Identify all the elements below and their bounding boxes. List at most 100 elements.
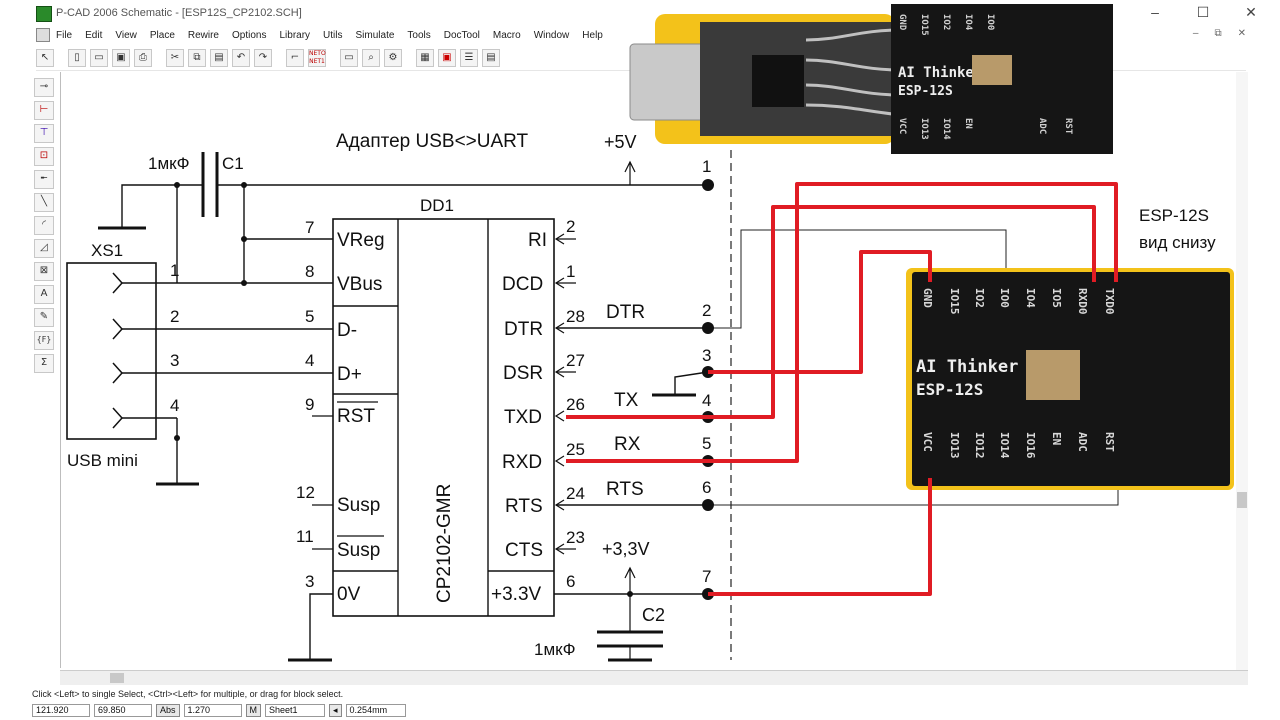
- redo-icon[interactable]: ↷: [254, 49, 272, 67]
- close-button[interactable]: ✕: [1245, 4, 1257, 20]
- menu-utils[interactable]: Utils: [323, 29, 343, 41]
- zoom-icon[interactable]: ⌕: [362, 49, 380, 67]
- pin-33v-num: 6: [566, 572, 575, 591]
- xs1-pin-2: 2: [170, 307, 179, 326]
- abs-button[interactable]: Abs: [156, 704, 180, 717]
- pin-vbus-num: 8: [305, 262, 314, 281]
- menu-file[interactable]: File: [56, 29, 73, 41]
- sigma-tool-icon[interactable]: Σ: [34, 354, 54, 373]
- module-pin-rst: RST: [1103, 432, 1116, 452]
- adapter-title: Адаптер USB<>UART: [336, 131, 529, 152]
- line-width-select[interactable]: 0.254mm: [345, 704, 406, 717]
- maximize-button[interactable]: ☐: [1196, 4, 1210, 20]
- cut-icon[interactable]: ✂: [166, 49, 184, 67]
- save-icon[interactable]: ▣: [112, 49, 130, 67]
- photo-pin-vcc: VCC: [897, 118, 907, 134]
- find-part-icon[interactable]: ⚙: [384, 49, 402, 67]
- field-tool-icon[interactable]: ⊠: [34, 262, 54, 281]
- esp-label-line1: ESP-12S: [1139, 206, 1209, 225]
- pin-nsusp-num: 11: [296, 527, 314, 546]
- pin-ri-name: RI: [528, 230, 547, 251]
- pin-nsusp-name: Susp: [337, 540, 380, 561]
- menu-edit[interactable]: Edit: [85, 29, 103, 41]
- menu-tools[interactable]: Tools: [407, 29, 431, 41]
- route-icon[interactable]: ⌐: [286, 49, 304, 67]
- zoom-window-icon[interactable]: ▭: [340, 49, 358, 67]
- menu-rewire[interactable]: Rewire: [187, 29, 219, 41]
- list-icon[interactable]: ☰: [460, 49, 478, 67]
- schematic-canvas[interactable]: [60, 72, 1237, 668]
- cp2102-chip-photo: [752, 55, 804, 107]
- x-coordinate-field[interactable]: 121.920: [32, 704, 90, 717]
- undo-icon[interactable]: ↶: [232, 49, 250, 67]
- pin-dsr-name: DSR: [503, 363, 543, 384]
- module-pin-en: EN: [1050, 432, 1063, 445]
- mdi-close-button[interactable]: ✕: [1237, 28, 1246, 39]
- copy-icon[interactable]: ⧉: [188, 49, 206, 67]
- mdi-restore-button[interactable]: ⧉: [1214, 28, 1222, 39]
- open-folder-icon[interactable]: ▭: [90, 49, 108, 67]
- pin-rst-num: 9: [305, 395, 314, 414]
- arc-tool-icon[interactable]: ◜: [34, 216, 54, 235]
- document-icon[interactable]: [36, 28, 50, 42]
- pin-dminus-num: 5: [305, 307, 314, 326]
- photo-pin-en: EN: [963, 118, 973, 129]
- pin-txd-name: TXD: [504, 407, 542, 428]
- polygon-tool-icon[interactable]: ◿: [34, 239, 54, 258]
- module-pin-gnd: GND: [921, 288, 934, 308]
- menu-simulate[interactable]: Simulate: [355, 29, 395, 41]
- menu-window[interactable]: Window: [533, 29, 570, 41]
- record-icon[interactable]: ▣: [438, 49, 456, 67]
- pin-tool-icon[interactable]: ╾: [34, 170, 54, 189]
- m-button[interactable]: M: [245, 704, 262, 717]
- pin-ri-num: 2: [566, 217, 575, 236]
- grid-select[interactable]: 1.270: [183, 704, 242, 717]
- usb-connector-photo: [629, 43, 709, 121]
- net-rts-label: RTS: [606, 479, 644, 500]
- horizontal-scrollbar[interactable]: [60, 670, 1248, 685]
- connector-pin-1-dot: [702, 179, 714, 191]
- photo-pin-io2: IO2: [941, 14, 951, 30]
- xs1-pin-4: 4: [170, 396, 179, 415]
- menu-place[interactable]: Place: [149, 29, 175, 41]
- attribute-tool-icon[interactable]: ✎: [34, 308, 54, 327]
- y-coordinate-field[interactable]: 69.850: [94, 704, 152, 717]
- menu-macro[interactable]: Macro: [492, 29, 521, 41]
- line-tool-icon[interactable]: ╲: [34, 193, 54, 212]
- pin-dtr-num: 28: [566, 307, 585, 326]
- mdi-controls: – ⧉ ✕: [1193, 28, 1246, 39]
- menu-library[interactable]: Library: [279, 29, 311, 41]
- new-file-icon[interactable]: ▯: [68, 49, 86, 67]
- module-pin-io2: IO2: [973, 288, 986, 308]
- menu-doctool[interactable]: DocTool: [443, 29, 480, 41]
- pin-dplus-name: D+: [337, 364, 362, 385]
- menu-help[interactable]: Help: [582, 29, 603, 41]
- print-icon[interactable]: ⎙: [134, 49, 152, 67]
- module-pin-adc: ADC: [1076, 432, 1089, 452]
- table-icon[interactable]: ▤: [482, 49, 500, 67]
- mdi-minimize-button[interactable]: –: [1192, 28, 1199, 39]
- photo-pin-io13: IO13: [919, 118, 929, 140]
- paste-icon[interactable]: ▤: [210, 49, 228, 67]
- text-tool-icon[interactable]: A: [34, 285, 54, 304]
- ieee-tool-icon[interactable]: {F}: [34, 331, 54, 350]
- grid-icon[interactable]: ▦: [416, 49, 434, 67]
- select-arrow-icon[interactable]: ↖: [36, 49, 54, 67]
- part-tool-icon[interactable]: ⊡: [34, 147, 54, 166]
- port-tool-icon[interactable]: ⊤: [34, 124, 54, 143]
- vertical-scrollbar[interactable]: [1236, 72, 1248, 670]
- menu-view[interactable]: View: [115, 29, 137, 41]
- bus-tool-icon[interactable]: ⊢: [34, 101, 54, 120]
- sheet-select[interactable]: Sheet1: [265, 704, 326, 717]
- module-pin-txd0: TXD0: [1103, 288, 1116, 315]
- pin-dplus-num: 4: [305, 351, 314, 370]
- net-rx-label: RX: [614, 434, 641, 455]
- module-pin-io0: IO0: [998, 288, 1011, 308]
- menu-options[interactable]: Options: [232, 29, 267, 41]
- minimize-button[interactable]: –: [1151, 4, 1159, 20]
- module-pin-io12: IO12: [973, 432, 986, 459]
- wire-tool-icon[interactable]: ⊸: [34, 78, 54, 97]
- connector-pin-4-label: 4: [702, 391, 711, 410]
- sheet-prev-button[interactable]: ◂: [329, 704, 342, 717]
